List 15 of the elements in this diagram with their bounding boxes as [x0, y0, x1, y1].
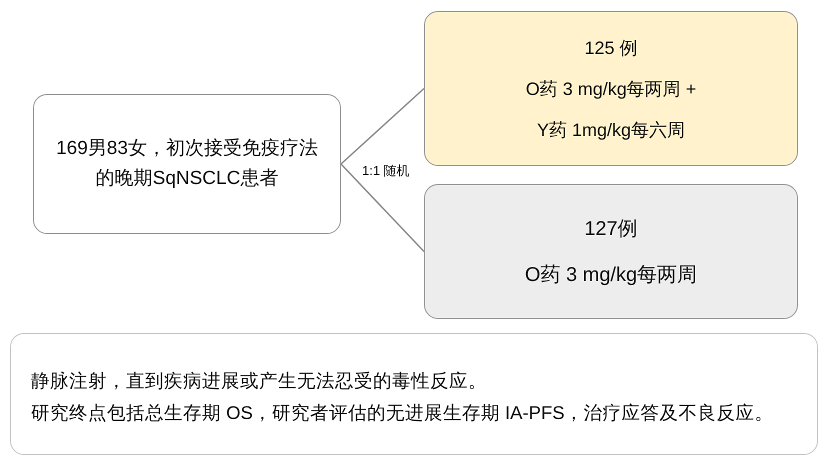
- treatment-arm-box: [424, 11, 798, 166]
- patient-description: 169男83女，初次接受免疫疗法的晚期SqNSCLC患者: [55, 137, 319, 191]
- regimen-text: Y药 1mg/kg每六周: [536, 118, 686, 142]
- case-count: 127例: [584, 216, 638, 242]
- connector-line: [340, 163, 425, 252]
- connector-line: [340, 88, 424, 165]
- note-text: 研究终点包括总生存期 OS，研究者评估的无进展生存期 IA-PFS，治疗应答及不良反应。: [31, 401, 774, 425]
- note-text: 静脉注射，直到疾病进展或产生无法忍受的毒性反应。: [31, 369, 487, 393]
- treatment-arm-box: [424, 184, 798, 319]
- patient-box: [33, 94, 341, 234]
- split-label: 1:1 随机: [362, 162, 410, 180]
- regimen-text: O药 3 mg/kg每两周: [524, 262, 698, 288]
- note-box: [10, 333, 818, 455]
- regimen-text: O药 3 mg/kg每两周 +: [526, 78, 696, 101]
- case-count: 125 例: [584, 36, 638, 60]
